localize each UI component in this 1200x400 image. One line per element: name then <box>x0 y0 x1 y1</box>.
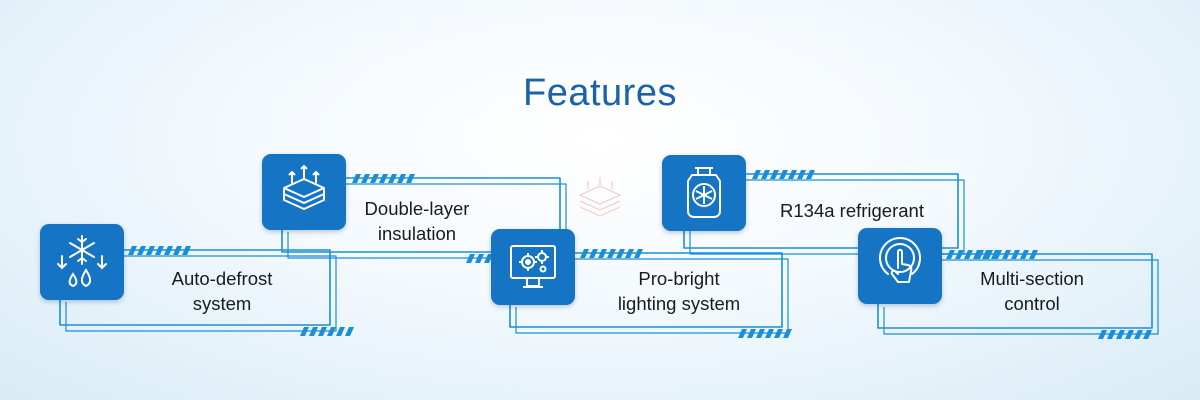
feature-label-multi-section: Multi-section control <box>922 266 1142 316</box>
touch-control-icon <box>879 237 921 283</box>
hatch-mark <box>770 170 779 179</box>
feature-icon-box-double-layer <box>262 154 346 230</box>
hatch-mark <box>756 329 765 338</box>
feature-label-double-layer: Double-layer insulation <box>307 196 527 246</box>
label-line: insulation <box>377 223 457 244</box>
hatch-mark <box>137 246 146 255</box>
feature-icon-box-auto-defrost <box>40 224 124 300</box>
feature-icon-box-pro-bright <box>491 229 575 305</box>
hatch-mark <box>779 170 788 179</box>
hatch-mark <box>589 249 598 258</box>
label-line: R134a refrigerant <box>780 200 924 221</box>
hatch-mark <box>625 249 634 258</box>
hatch-mark <box>309 327 318 336</box>
hatch-mark <box>1143 330 1152 339</box>
hatch-mark <box>146 246 155 255</box>
hatch-mark <box>1098 330 1107 339</box>
hatch-mark <box>1011 250 1020 259</box>
feature-label-auto-defrost: Auto-defrost system <box>112 266 332 316</box>
hatch-mark <box>747 329 756 338</box>
hatch-mark <box>955 250 964 259</box>
hatch-mark <box>984 250 993 259</box>
hatch-mark <box>388 174 397 183</box>
hatch-mark <box>797 170 806 179</box>
hatch-mark <box>164 246 173 255</box>
hatch-mark <box>783 329 792 338</box>
hatch-mark <box>752 170 761 179</box>
insulation-layers-icon <box>283 165 325 210</box>
page-title: Features <box>523 72 677 114</box>
hatch-mark <box>336 327 345 336</box>
hatch-mark <box>975 250 984 259</box>
hatch-mark <box>738 329 747 338</box>
hatch-mark <box>173 246 182 255</box>
refrigerant-cylinder-icon <box>687 167 721 218</box>
hatch-mark <box>1020 250 1029 259</box>
snowflake-defrost-icon <box>57 235 107 288</box>
hatch-mark <box>774 329 783 338</box>
hatch-mark <box>361 174 370 183</box>
hatch-mark <box>484 254 493 263</box>
label-line: Auto-defrost <box>171 268 273 289</box>
label-line: control <box>1004 293 1060 314</box>
hatch-mark <box>1134 330 1143 339</box>
feature-icon-box-r134a <box>662 155 746 231</box>
hatch-mark <box>370 174 379 183</box>
hatch-mark <box>761 170 770 179</box>
label-line: lighting system <box>617 293 741 314</box>
hatch-mark <box>1002 250 1011 259</box>
hatch-mark <box>1116 330 1125 339</box>
hatch-mark <box>946 250 955 259</box>
hatch-mark <box>788 170 797 179</box>
hatch-mark <box>182 246 191 255</box>
hatch-mark <box>379 174 388 183</box>
monitor-gears-icon <box>510 245 556 288</box>
hatch-mark <box>1107 330 1116 339</box>
hatch-mark <box>598 249 607 258</box>
card-outline-multi-section <box>877 253 1153 329</box>
hatch-mark <box>634 249 643 258</box>
hatch-mark <box>1029 250 1038 259</box>
hatch-mark <box>1125 330 1134 339</box>
hatch-mark <box>964 250 973 259</box>
hatch-mark <box>607 249 616 258</box>
label-line: Multi-section <box>980 268 1084 289</box>
hatch-mark <box>765 329 774 338</box>
faint-insulation-watermark-icon <box>578 177 622 217</box>
card-outline-auto-defrost <box>59 249 331 326</box>
card-offset-multi-section <box>883 259 1159 335</box>
label-line: Double-layer <box>364 198 470 219</box>
card-outline-r134a <box>683 173 959 249</box>
hatch-mark <box>345 327 354 336</box>
feature-icon-box-multi-section <box>858 228 942 304</box>
card-outline-pro-bright <box>509 252 783 328</box>
hatch-mark <box>993 250 1002 259</box>
card-offset-auto-defrost <box>65 255 337 332</box>
feature-label-r134a: R134a refrigerant <box>742 198 962 223</box>
hatch-mark <box>806 170 815 179</box>
hatch-mark <box>352 174 361 183</box>
hatch-mark <box>397 174 406 183</box>
hatch-marks <box>128 170 1152 339</box>
label-line: Pro-bright <box>638 268 720 289</box>
hatch-mark <box>580 249 589 258</box>
hatch-mark <box>466 254 475 263</box>
hatch-mark <box>327 327 336 336</box>
hatch-mark <box>318 327 327 336</box>
hatch-mark <box>300 327 309 336</box>
feature-label-pro-bright: Pro-bright lighting system <box>569 266 789 316</box>
hatch-mark <box>128 246 137 255</box>
hatch-mark <box>155 246 164 255</box>
hatch-mark <box>475 254 484 263</box>
label-line: system <box>192 293 252 314</box>
hatch-mark <box>406 174 415 183</box>
hatch-mark <box>616 249 625 258</box>
